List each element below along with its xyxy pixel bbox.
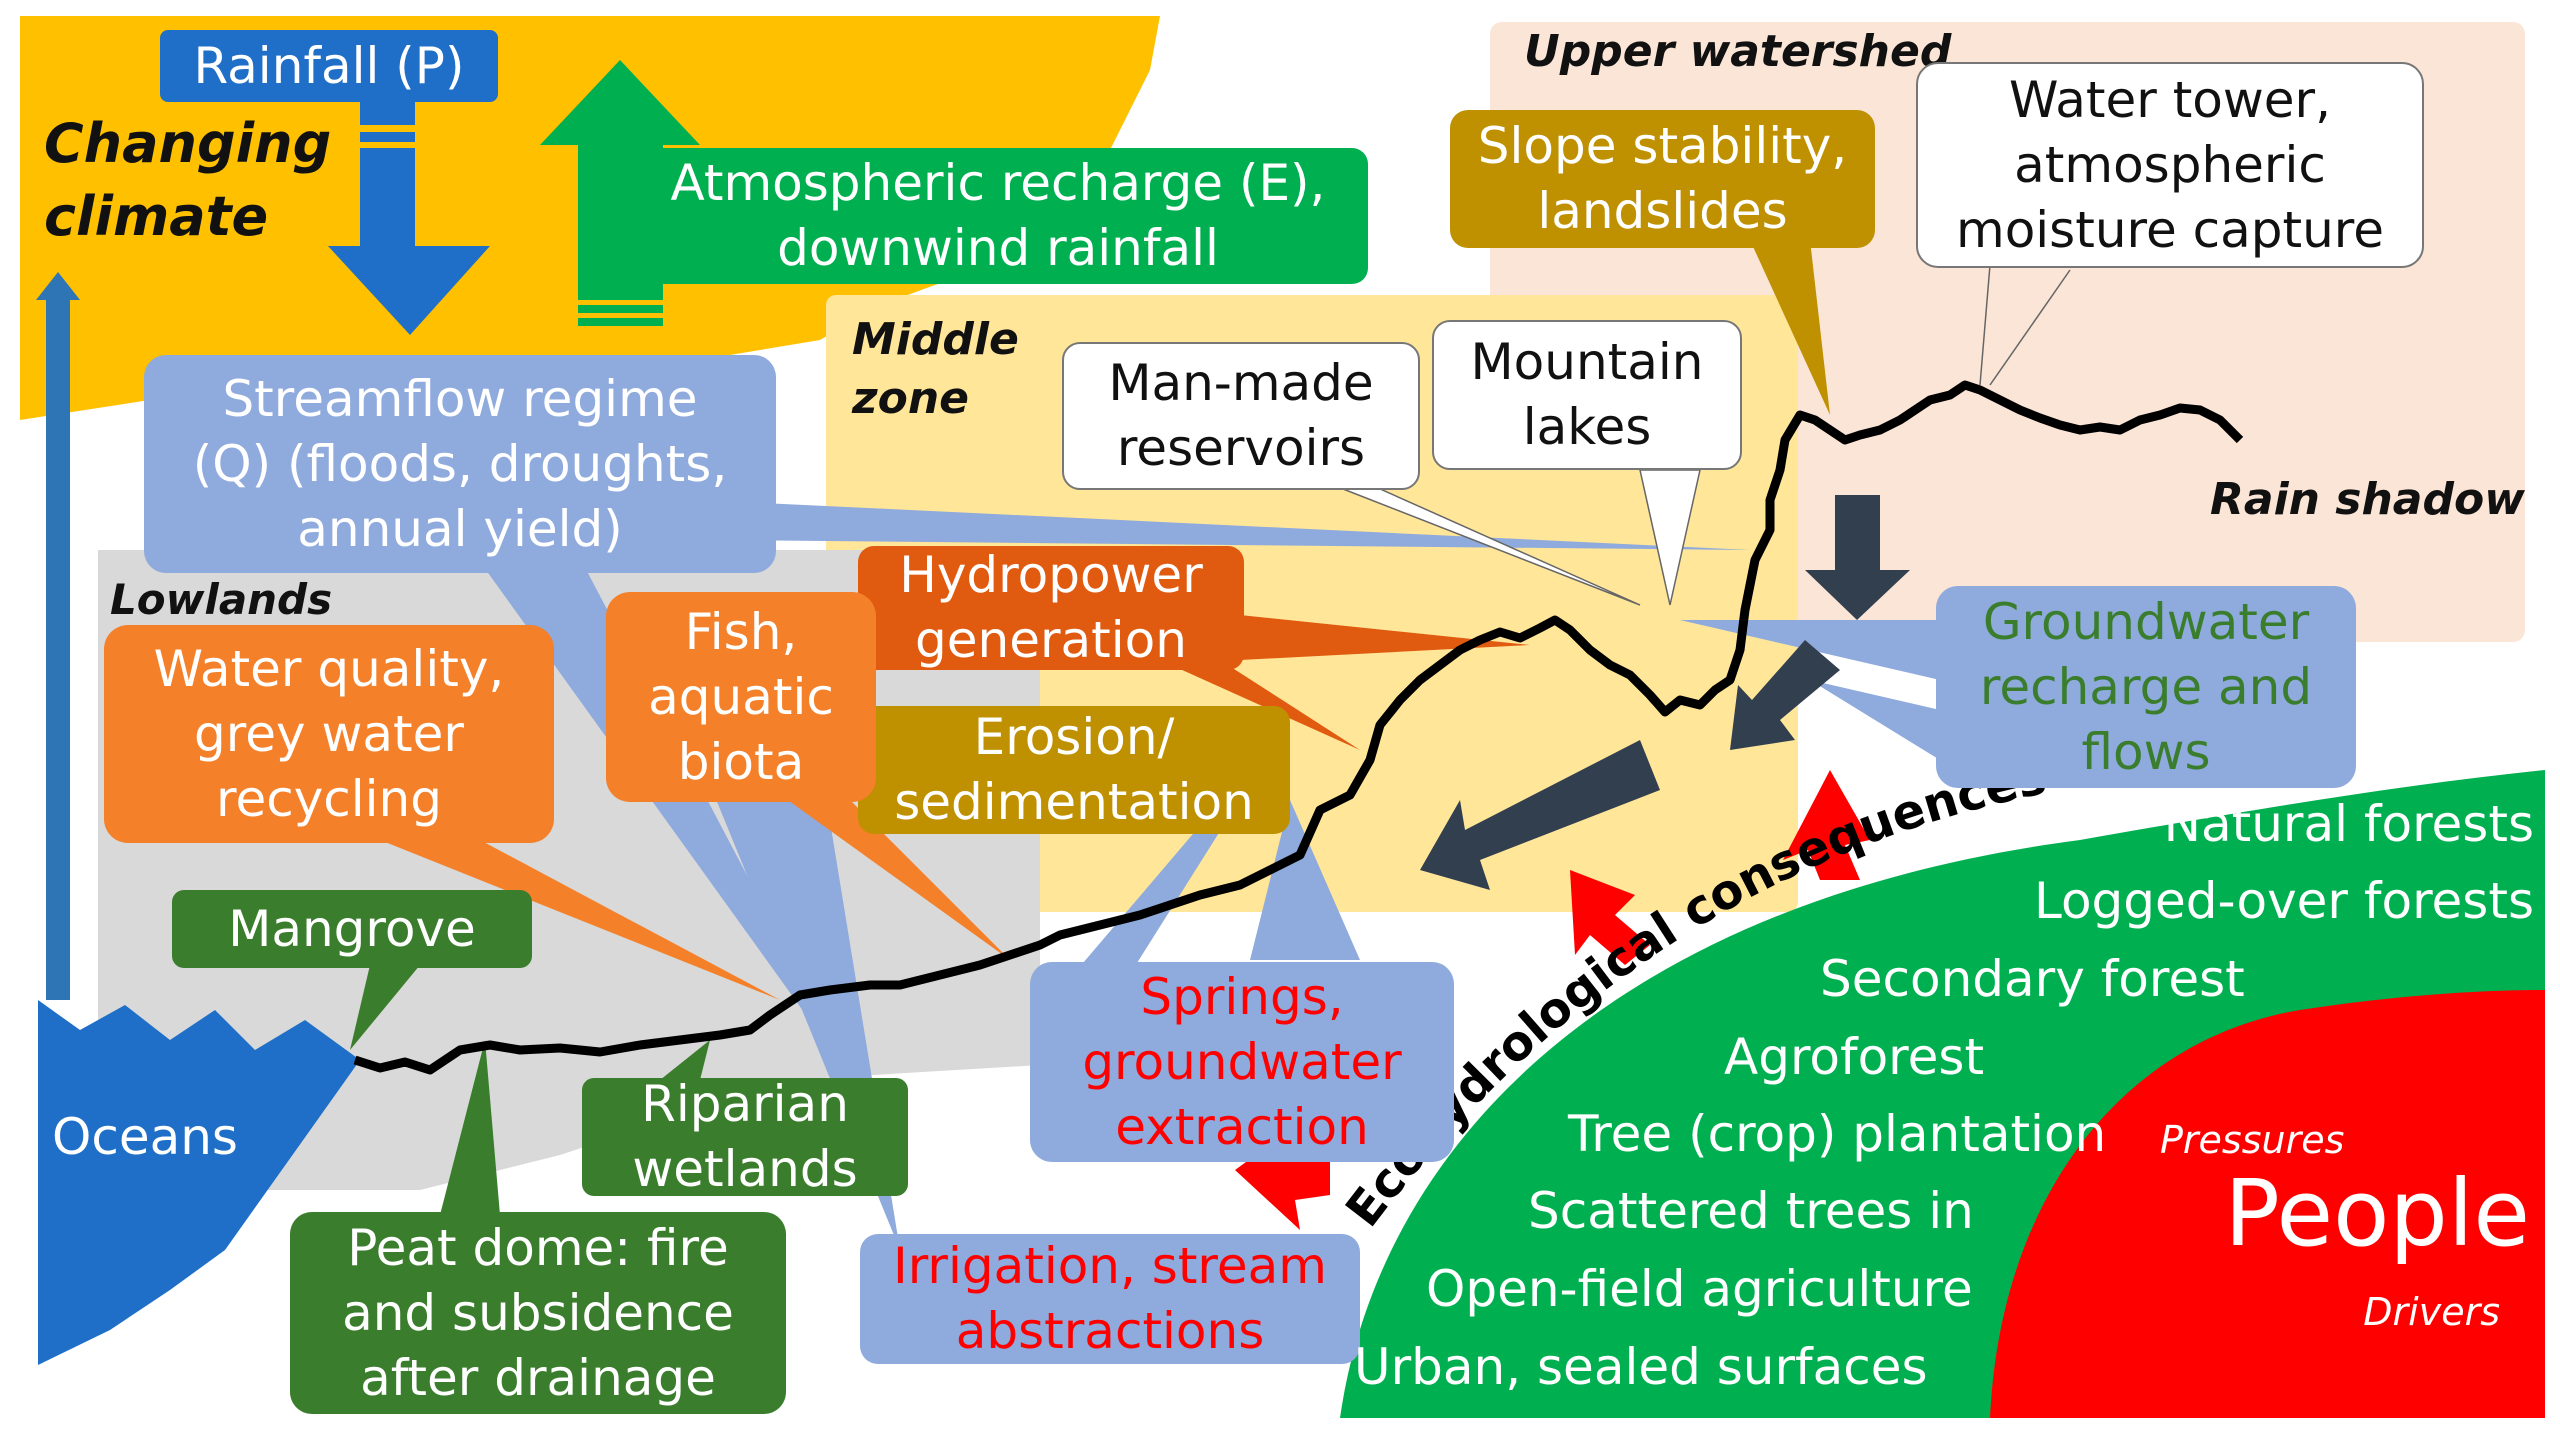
people-region [1990,990,2545,1418]
man-made-reservoirs-label: Man-made reservoirs [1062,342,1420,490]
land-cover-item: Natural forests [2163,795,2534,853]
landscape-profile-line [353,380,2244,1075]
groundwater-recharge-label: Groundwater recharge and flows [1936,586,2356,788]
rainfall-label: Rainfall (P) [160,30,498,102]
mangrove-label: Mangrove [172,890,532,968]
water-tower-pointer-2 [1989,269,2071,386]
ocean-shape [38,1000,360,1365]
rainfall-arrow [328,100,490,335]
people-label: People [2224,1160,2530,1267]
fish-orange-pointer [760,780,1010,960]
hydropower-label: Hydropower generation [858,546,1244,670]
land-cover-item: Agroforest [1724,1028,1985,1086]
changing-climate-label: Changing climate [44,112,332,248]
mangrove-pointer [350,965,420,1050]
pressures-label: Pressures [2160,1118,2345,1162]
climate-vertical-arrow [36,272,80,1000]
land-cover-item: Urban, sealed surfaces [1354,1338,1928,1396]
atmospheric-recharge-label: Atmospheric recharge (E), downwind rainf… [628,148,1368,284]
water-quality-label: Water quality, grey water recycling [104,625,554,843]
land-cover-item: Logged-over forests [2033,872,2534,930]
water-tower-label: Water tower, atmospheric moisture captur… [1916,62,2424,268]
mountain-lakes-label: Mountain lakes [1432,320,1742,470]
lowlands-label: Lowlands [110,575,333,624]
streamflow-regime-label: Streamflow regime (Q) (floods, droughts,… [144,355,776,573]
slope-pointer [1750,240,1830,415]
middle-zone-label: Middle zone [852,314,1019,425]
riparian-wetlands-label: Riparian wetlands [582,1075,908,1198]
springs-extraction-label: Springs, groundwater extraction [1030,962,1454,1162]
lakes-pointer [1639,469,1701,606]
land-cover-item: Tree (crop) plantation [1568,1105,2107,1163]
springs-pointer [1250,800,1360,960]
erosion-sedimentation-label: Erosion/ sedimentation [858,706,1290,834]
peat-dome-label: Peat dome: fire and subsidence after dra… [290,1212,786,1414]
fish-aquatic-biota-label: Fish, aquatic biota [606,592,876,802]
oceans-label: Oceans [52,1108,238,1166]
land-cover-item: Scattered trees in [1528,1182,1974,1240]
groundwater-pointer-bottom [1810,680,1940,760]
water-tower-pointer [1979,264,1991,386]
peat-pointer [440,1040,500,1215]
hydropower-pointer-2 [1160,660,1360,750]
land-cover-item: Secondary forest [1820,950,2245,1008]
upper-watershed-label: Upper watershed [1524,26,1952,77]
flow-arrows [1420,495,1910,890]
drivers-label: Drivers [2363,1290,2500,1334]
slope-stability-label: Slope stability, landslides [1450,110,1875,248]
rain-shadow-label: Rain shadow [2210,474,2525,525]
riparian-pointer [660,1040,710,1080]
irrigation-label: Irrigation, stream abstractions [860,1234,1360,1364]
land-cover-item: Open-field agriculture [1426,1260,1973,1318]
water-quality-pointer [380,840,780,1000]
